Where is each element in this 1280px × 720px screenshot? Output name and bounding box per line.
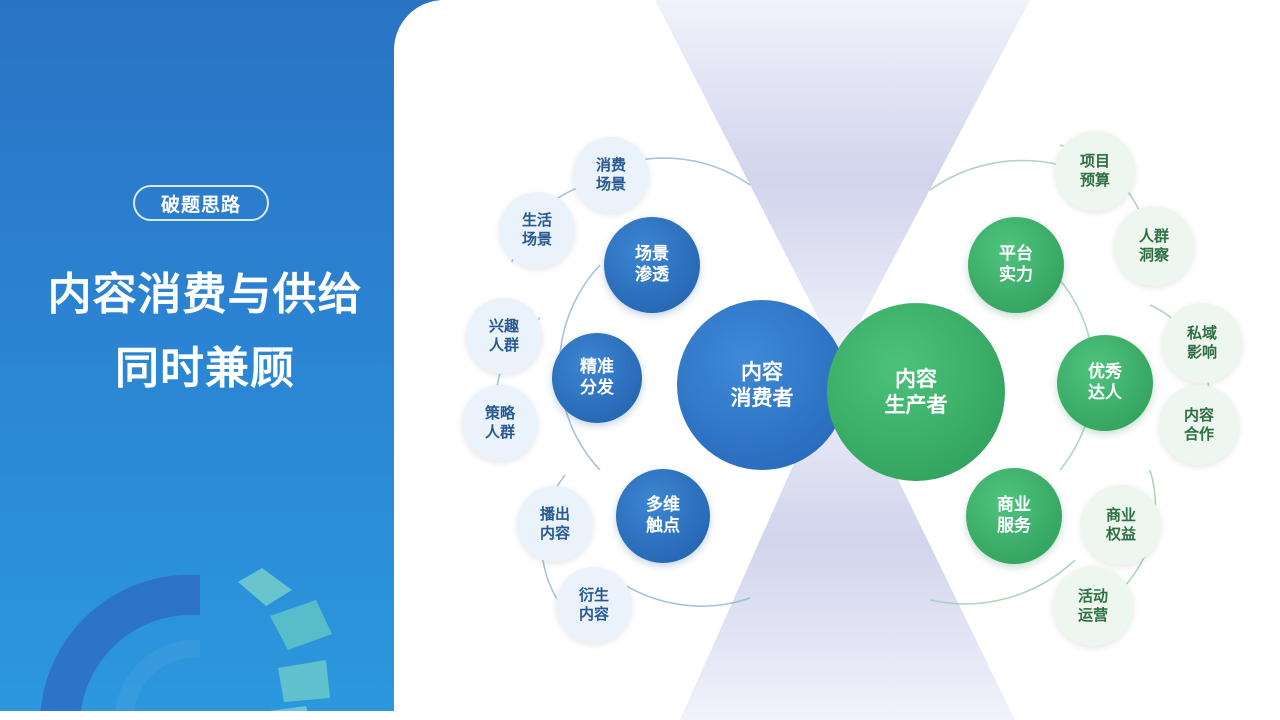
page-title-line2: 同时兼顾 bbox=[115, 343, 295, 394]
page-title-line1: 内容消费与供给 bbox=[47, 269, 363, 320]
hub-content-consumer: 内容消费者 bbox=[677, 300, 847, 470]
leaf-consumption-scene: 消费场景 bbox=[573, 137, 649, 213]
leaf-life-scene: 生活场景 bbox=[499, 192, 575, 268]
leaf-strategy-crowd: 策略人群 bbox=[462, 385, 538, 461]
leaf-content-cooperation: 内容合作 bbox=[1159, 385, 1239, 465]
node-precise-distribution: 精准分发 bbox=[552, 333, 642, 423]
leaf-crowd-insight: 人群洞察 bbox=[1114, 206, 1194, 286]
node-platform-strength: 平台实力 bbox=[968, 217, 1064, 313]
leaf-interest-crowd: 兴趣人群 bbox=[466, 298, 542, 374]
hourglass-shape bbox=[655, 0, 1030, 360]
leaf-broadcast-content: 播出内容 bbox=[517, 486, 593, 562]
node-scene-penetration: 场景渗透 bbox=[604, 217, 700, 313]
node-multi-touchpoints: 多维触点 bbox=[616, 469, 710, 563]
leaf-derivative-content: 衍生内容 bbox=[556, 567, 632, 643]
leaf-event-operation: 活动运营 bbox=[1053, 566, 1133, 646]
hub-content-producer: 内容生产者 bbox=[827, 303, 1005, 481]
left-panel: 破题思路 内容消费与供给 同时兼顾 bbox=[0, 0, 440, 711]
decorative-ring-graphic bbox=[40, 568, 332, 711]
leaf-business-rights: 商业权益 bbox=[1081, 485, 1161, 565]
hourglass-shape-bottom bbox=[680, 360, 1015, 720]
node-excellent-talent: 优秀达人 bbox=[1057, 335, 1153, 431]
leaf-project-budget: 项目预算 bbox=[1055, 131, 1135, 211]
section-badge: 破题思路 bbox=[133, 185, 269, 221]
leaf-private-influence: 私域影响 bbox=[1162, 303, 1242, 383]
node-business-service: 商业服务 bbox=[966, 468, 1062, 564]
